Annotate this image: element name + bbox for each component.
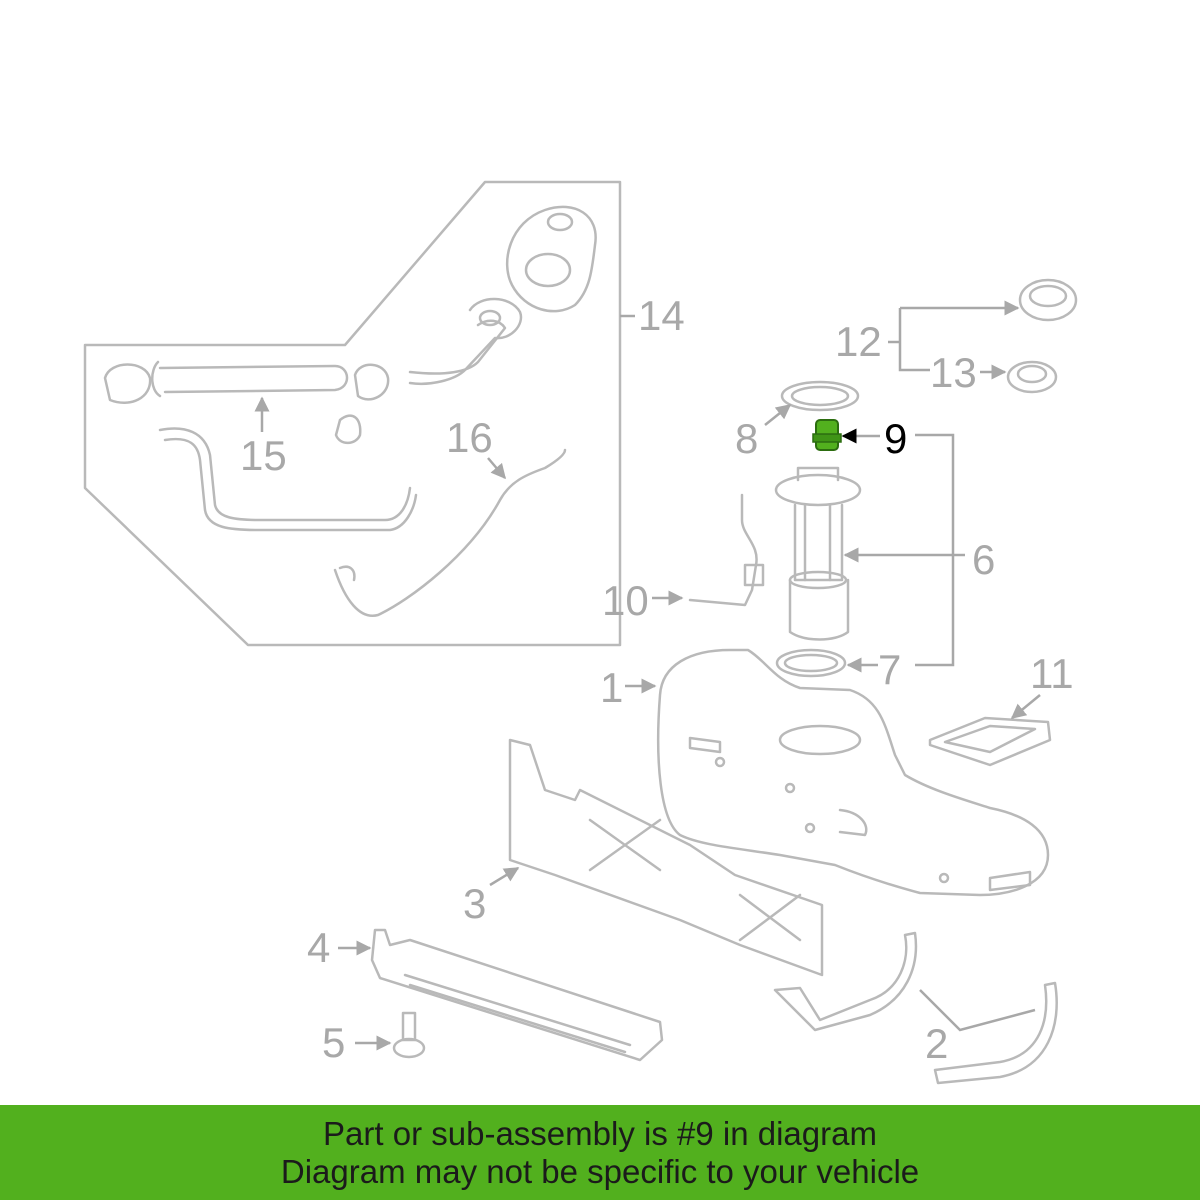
tank-straps	[773, 931, 1058, 1085]
callout-16: 16	[446, 414, 493, 461]
banner-line-part: Part or sub-assembly is #9 in diagram	[323, 1114, 877, 1152]
callout-6: 6	[972, 536, 995, 583]
filler-hose	[103, 360, 390, 445]
leader-lines	[254, 300, 1041, 1051]
pressure-sensor-highlighted	[812, 419, 842, 451]
callout-8: 8	[735, 415, 758, 462]
skid-plate	[508, 738, 824, 977]
fuel-pump-module	[774, 466, 862, 641]
filler-assembly-box	[83, 180, 622, 647]
callout-5: 5	[322, 1019, 345, 1066]
callout-4: 4	[307, 924, 330, 971]
callout-15: 15	[240, 432, 287, 479]
info-banner: Part or sub-assembly is #9 in diagram Di…	[0, 1105, 1200, 1200]
release-cable	[333, 448, 567, 618]
callout-11: 11	[1030, 650, 1074, 697]
tank-shield	[370, 928, 664, 1062]
parts-diagram: 1 2 3 4 5 6 7 8 9 10 11 12 13 14 15 16	[83, 180, 1078, 1085]
banner-line-disclaimer: Diagram may not be specific to your vehi…	[280, 1152, 920, 1190]
callout-7: 7	[878, 646, 901, 693]
vent-hose	[158, 427, 418, 532]
heat-shield	[928, 716, 1052, 767]
mounting-bolt	[392, 1011, 426, 1059]
filler-pipe	[408, 297, 523, 385]
callout-2: 2	[925, 1020, 948, 1067]
callout-10: 10	[602, 577, 649, 624]
callout-14: 14	[638, 292, 685, 339]
callout-1: 1	[600, 664, 623, 711]
callout-9-highlighted: 9	[884, 415, 907, 462]
callout-12: 12	[835, 318, 882, 365]
lock-ring	[780, 380, 860, 412]
callout-3: 3	[463, 880, 486, 927]
fuel-tank	[656, 648, 1050, 897]
cap-seal	[1006, 360, 1058, 394]
filler-door-housing	[505, 205, 597, 313]
fuel-level-sender	[688, 493, 765, 607]
callout-13: 13	[930, 349, 977, 396]
fuel-cap	[1018, 278, 1078, 322]
tank-gasket	[775, 648, 847, 678]
